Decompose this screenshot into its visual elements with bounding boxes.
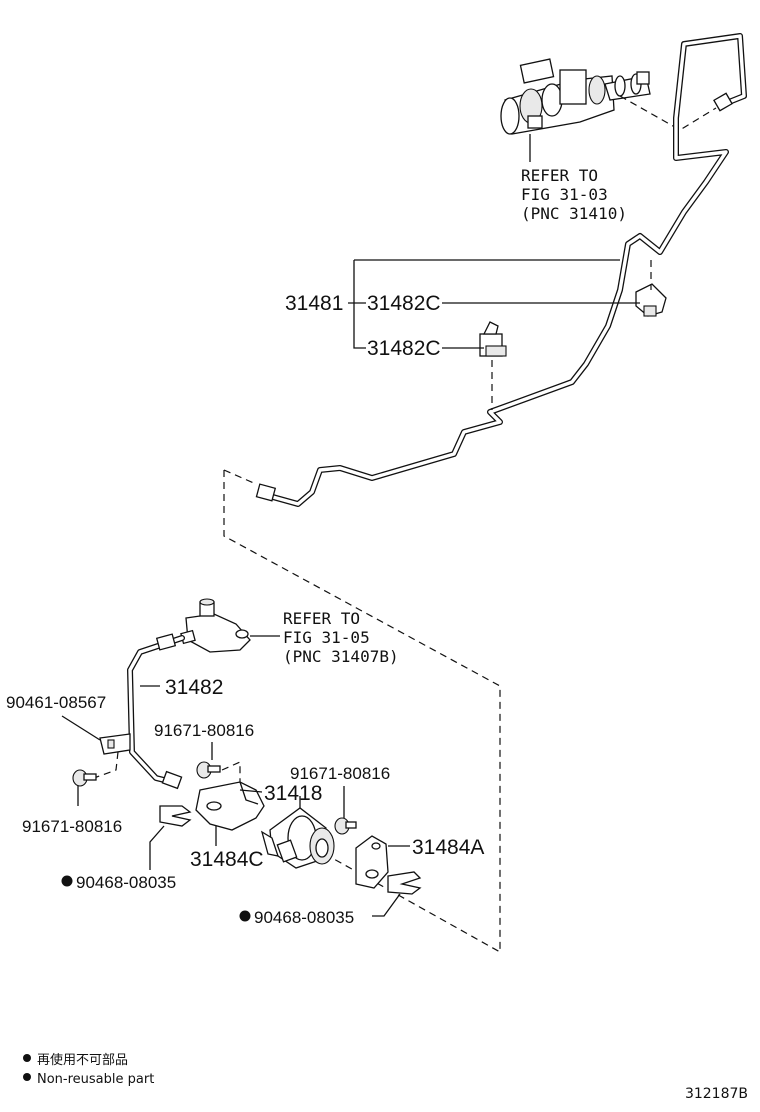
label-91671-80816-mid: 91671-80816 xyxy=(154,721,254,740)
label-90468-08035-left: 90468-08035 xyxy=(76,873,176,892)
label-31484c: 31484C xyxy=(190,848,264,871)
legend-line-jp: 再使用不可部品 xyxy=(37,1052,128,1068)
label-31481: 31481 xyxy=(285,292,343,315)
clip-90468-left xyxy=(159,805,192,827)
bolt-91671-right xyxy=(334,817,357,835)
label-91671-80816-left: 91671-80816 xyxy=(22,817,122,836)
clutch-pipe-31482 xyxy=(127,633,185,790)
label-91671-80816-right: 91671-80816 xyxy=(290,764,390,783)
clamp-31482c-upper xyxy=(635,283,667,317)
label-31484a: 31484A xyxy=(412,836,484,859)
non-reusable-marker-right xyxy=(239,910,251,922)
ref-top-line2: FIG 31-03 xyxy=(521,185,608,204)
clutch-valve-31407b xyxy=(180,598,251,653)
clip-90468-right xyxy=(387,871,422,895)
reference-fig-31-03: REFER TO FIG 31-03 (PNC 31410) xyxy=(521,166,627,223)
ref-mid-line3: (PNC 31407B) xyxy=(283,647,399,666)
ref-top-line1: REFER TO xyxy=(521,166,598,185)
clutch-master-cylinder xyxy=(500,58,651,135)
label-31482c-lower: 31482C xyxy=(367,337,441,360)
figure-id: 312187B xyxy=(685,1086,748,1102)
ref-top-line3: (PNC 31410) xyxy=(521,204,627,223)
bolt-91671-left xyxy=(72,769,97,787)
non-reusable-marker-left xyxy=(61,875,73,887)
label-31482c-upper: 31482C xyxy=(367,292,441,315)
bracket-90461 xyxy=(99,733,131,755)
legend-marker-2 xyxy=(23,1073,31,1081)
clutch-line-pipe xyxy=(255,33,747,507)
label-31418: 31418 xyxy=(264,782,322,805)
reference-fig-31-05: REFER TO FIG 31-05 (PNC 31407B) xyxy=(283,609,399,666)
release-cylinder-31418 xyxy=(260,807,335,869)
bracket-31484c xyxy=(195,781,265,831)
clamp-31482c-lower xyxy=(479,321,507,357)
label-90461-08567: 90461-08567 xyxy=(6,693,106,712)
legend: 再使用不可部品 Non-reusable part xyxy=(23,1052,154,1087)
ref-mid-line2: FIG 31-05 xyxy=(283,628,370,647)
ref-mid-line1: REFER TO xyxy=(283,609,360,628)
legend-marker-1 xyxy=(23,1054,31,1062)
label-31482: 31482 xyxy=(165,676,223,699)
label-90468-08035-right: 90468-08035 xyxy=(254,908,354,927)
bracket-31484a xyxy=(355,835,389,889)
legend-line-en: Non-reusable part xyxy=(37,1072,154,1087)
bolt-91671-middle xyxy=(196,761,221,779)
